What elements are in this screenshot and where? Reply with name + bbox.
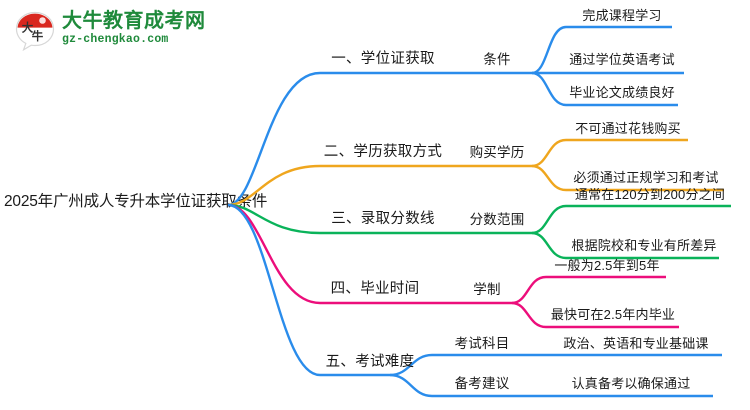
branch-5-sub-label-1[interactable]: 考试科目	[454, 336, 510, 351]
bull-speech-bubble-logo-icon: 大 牛	[15, 11, 55, 52]
logo-site-url: gz-chengkao.com	[62, 33, 169, 46]
svg-text:大: 大	[22, 21, 34, 35]
branch-3-wires	[227, 203, 731, 260]
branch-1-leaf-1[interactable]: 完成课程学习	[582, 8, 662, 23]
branch-2-wires	[227, 138, 724, 207]
branch-3-leaf-1[interactable]: 通常在120分到200分之间	[574, 187, 726, 202]
branch-label-3[interactable]: 三、录取分数线	[331, 211, 435, 227]
svg-text:牛: 牛	[32, 29, 44, 43]
page-title: 2025年广州成人专升本学位证获取条件	[4, 193, 268, 210]
branch-2-leaf-2[interactable]: 必须通过正规学习和考试	[573, 170, 719, 185]
branch-5-leaf-1[interactable]: 政治、英语和专业基础课	[563, 336, 709, 351]
branch-1-leaf-3[interactable]: 毕业论文成绩良好	[569, 85, 675, 100]
branch-4-leaf-1[interactable]: 一般为2.5年到5年	[554, 258, 660, 273]
branch-1-wires	[227, 25, 684, 207]
branch-4-leaf-2[interactable]: 最快可在2.5年内毕业	[550, 307, 676, 322]
branch-5-sub-label-2[interactable]: 备考建议	[454, 376, 510, 391]
branch-2-sub-label[interactable]: 购买学历	[469, 145, 525, 160]
branch-label-1[interactable]: 一、学位证获取	[331, 51, 435, 67]
branch-1-sub-label[interactable]: 条件	[483, 52, 511, 67]
branch-1-leaf-2[interactable]: 通过学位英语考试	[569, 52, 675, 67]
branch-label-2[interactable]: 二、学历获取方式	[323, 144, 443, 160]
branch-5-leaf-2[interactable]: 认真备考以确保通过	[571, 376, 691, 391]
branch-3-leaf-2[interactable]: 根据院校和专业有所差异	[571, 238, 717, 253]
branch-4-sub-label[interactable]: 学制	[473, 282, 501, 297]
branch-label-4[interactable]: 四、毕业时间	[330, 281, 420, 297]
branch-2-leaf-1[interactable]: 不可通过花钱购买	[575, 121, 681, 136]
branch-label-5[interactable]: 五、考试难度	[325, 354, 415, 370]
logo-site-name: 大牛教育成考网	[62, 10, 206, 32]
branch-5-wires	[227, 203, 722, 398]
site-logo[interactable]: 大 牛 大牛教育成考网 gz-chengkao.com	[14, 8, 206, 54]
branch-3-sub-label[interactable]: 分数范围	[469, 212, 525, 227]
